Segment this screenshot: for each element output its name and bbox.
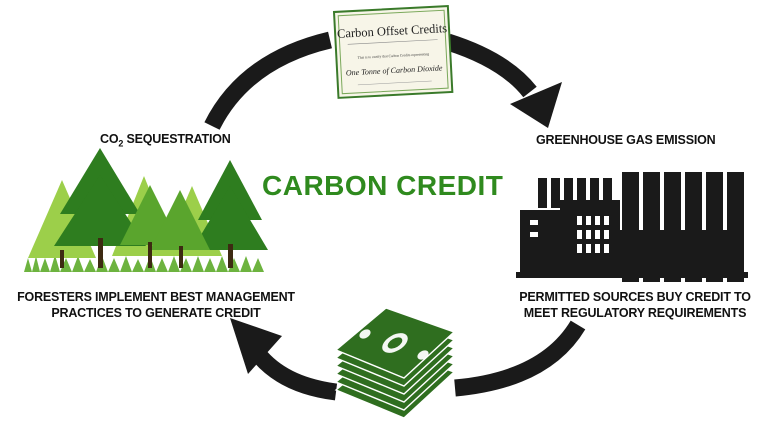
industry-caption-line1: PERMITTED SOURCES BUY CREDIT TO — [519, 290, 751, 304]
money-stack-icon — [334, 307, 456, 419]
arrowhead-right — [510, 82, 562, 128]
grass — [24, 255, 264, 272]
co2-label-subscript: 2 — [118, 138, 124, 149]
forest-icon — [24, 148, 268, 272]
arc-bottom-right — [454, 320, 586, 397]
forest-caption: FORESTERS IMPLEMENT BEST MANAGEMENT PRAC… — [6, 289, 306, 321]
co2-label-main: CO — [100, 132, 119, 146]
diagram-title: CARBON CREDIT — [262, 170, 504, 201]
arc-top-right — [445, 33, 537, 98]
co2-label-rest: SEQUESTRATION — [123, 132, 231, 146]
forest-caption-line2: PRACTICES TO GENERATE CREDIT — [51, 306, 261, 320]
certificate-fine-print: This is to certify that Carbon Credits r… — [358, 52, 430, 60]
certificate-heading: Carbon Offset Credits — [337, 21, 448, 41]
factory-icon — [516, 172, 748, 282]
certificate-icon: Carbon Offset Credits This is to certify… — [332, 4, 454, 99]
co2-sequestration-label: CO2 SEQUESTRATION — [100, 132, 231, 149]
greenhouse-gas-emission-label: GREENHOUSE GAS EMISSION — [536, 133, 716, 147]
arc-top-left — [204, 31, 332, 130]
industry-caption: PERMITTED SOURCES BUY CREDIT TO MEET REG… — [500, 289, 770, 321]
arrowhead-left — [230, 318, 282, 374]
arc-bottom-left — [248, 344, 338, 401]
forest-caption-line1: FORESTERS IMPLEMENT BEST MANAGEMENT — [17, 290, 295, 304]
industry-caption-line2: MEET REGULATORY REQUIREMENTS — [523, 306, 747, 320]
